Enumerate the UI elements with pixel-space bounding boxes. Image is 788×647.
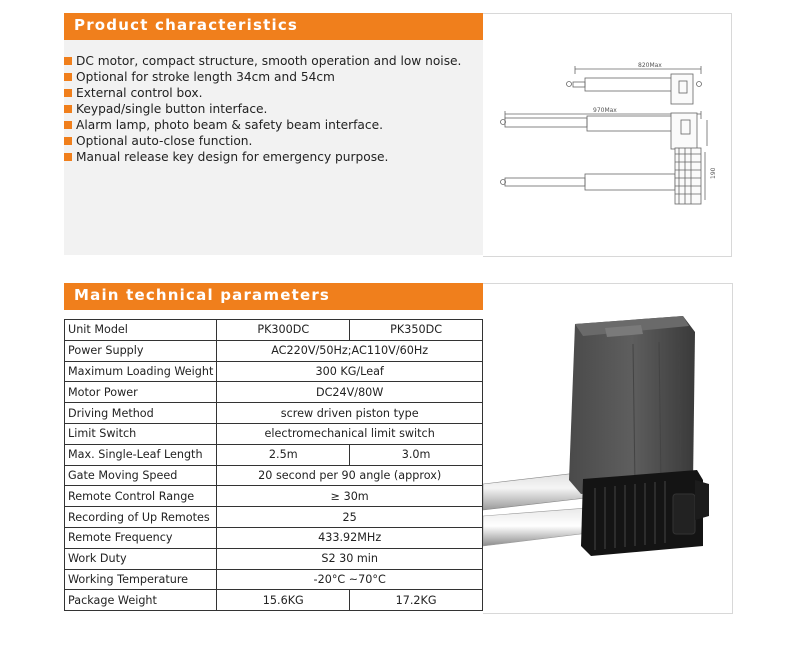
table-row: Limit Switch electromechanical limit swi… [63,422,483,445]
table-row: Package Weight 15.6KG 17.2KG [63,589,483,612]
bullet-square-icon [64,105,72,113]
feature-item: Manual release key design for emergency … [64,149,461,165]
table-row: Remote Frequency 433.92MHz [63,526,483,549]
technical-drawing: 820Max 970Max 190 [483,13,732,257]
feature-item: Alarm lamp, photo beam & safety beam int… [64,117,461,133]
table-row: Recording of Up Remotes 25 [63,506,483,528]
table-row: Work Duty S2 30 min [63,547,483,570]
parameters-header: Main technical parameters [64,283,483,310]
characteristics-panel: Product characteristics DC motor, compac… [64,13,483,255]
table-row: Maximum Loading Weight 300 KG/Leaf [63,360,483,383]
characteristics-header: Product characteristics [64,13,483,40]
table-row: Driving Method screw driven piston type [63,402,483,424]
table-row: Working Temperature -20°C ~70°C [63,568,483,591]
feature-item: Keypad/single button interface. [64,101,461,117]
actuator-drawing-icon: 820Max 970Max 190 [500,62,717,205]
bullet-square-icon [64,137,72,145]
feature-item: Optional for stroke length 34cm and 54cm [64,69,461,85]
characteristics-title: Product characteristics [74,16,299,34]
parameters-title: Main technical parameters [74,286,331,304]
table-row: Power Supply AC220V/50Hz;AC110V/60Hz [63,339,483,362]
feature-list: DC motor, compact structure, smooth oper… [64,53,461,165]
dim-side-label: 190 [710,167,717,179]
bullet-square-icon [64,89,72,97]
gate-opener-photo-icon [483,316,709,556]
parameters-table: Unit Model PK300DC PK350DC Power Supply … [63,319,483,612]
dim-middle-label: 970Max [593,107,617,114]
table-row: Gate Moving Speed 20 second per 90 angle… [63,464,483,487]
dim-top-label: 820Max [638,62,662,69]
table-row: Motor Power DC24V/80W [63,381,483,404]
feature-item: DC motor, compact structure, smooth oper… [64,53,461,69]
table-row: Max. Single-Leaf Length 2.5m 3.0m [63,443,483,466]
table-row: Remote Control Range ≥ 30m [63,485,483,508]
feature-item: External control box. [64,85,461,101]
bullet-square-icon [64,121,72,129]
table-row: Unit Model PK300DC PK350DC [63,319,483,341]
bullet-square-icon [64,73,72,81]
bullet-square-icon [64,57,72,65]
bullet-square-icon [64,153,72,161]
feature-item: Optional auto-close function. [64,133,461,149]
parameters-panel: Main technical parameters Unit Model PK3… [63,283,483,613]
product-photo [483,283,733,614]
